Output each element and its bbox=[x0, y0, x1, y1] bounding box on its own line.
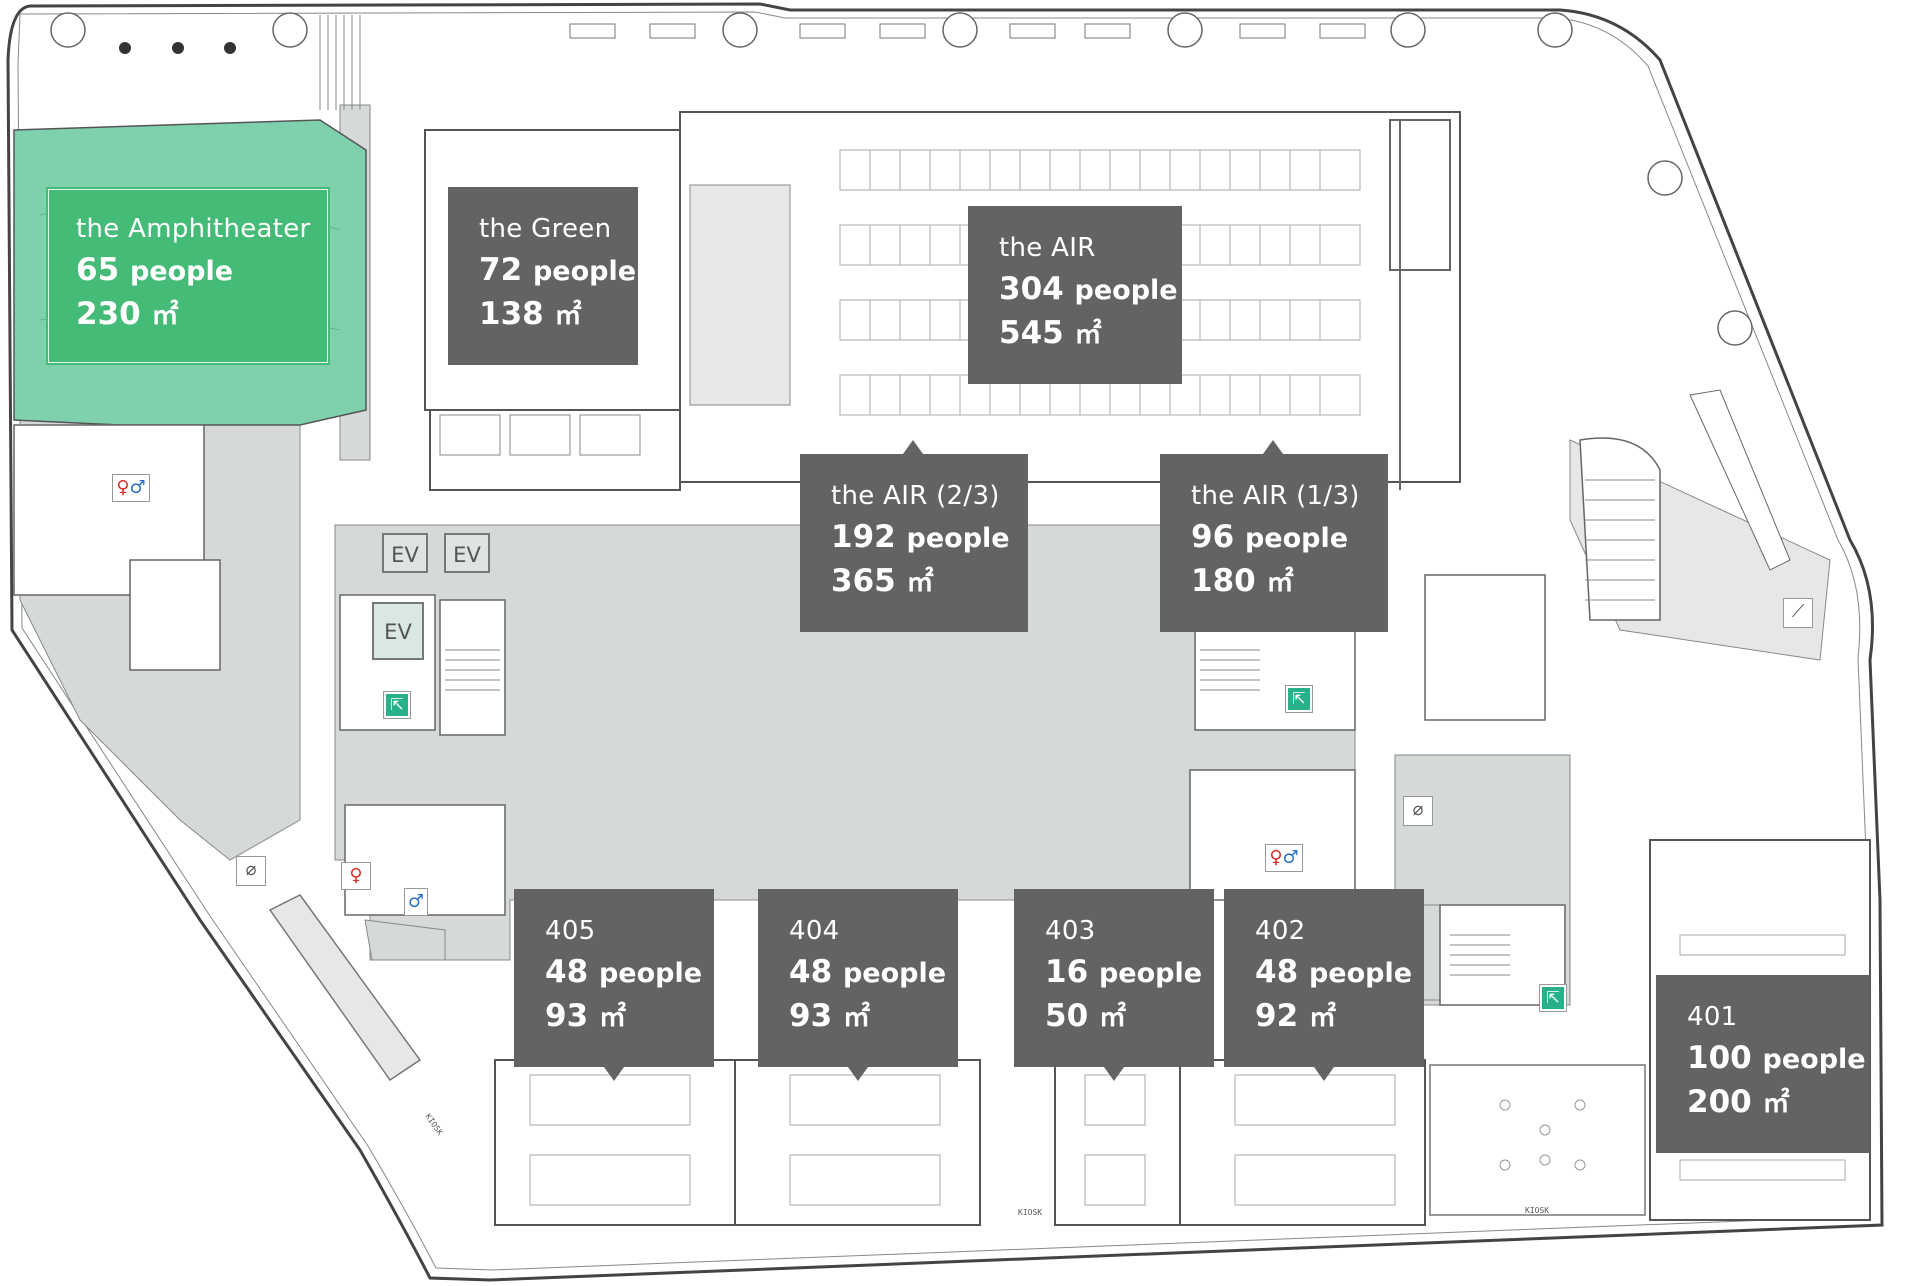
room-capacity: 48 people bbox=[789, 954, 947, 990]
room-label-403[interactable]: 403 16 people 50 ㎡ bbox=[1014, 889, 1214, 1081]
room-area: 138 ㎡ bbox=[479, 296, 582, 332]
room-name: the Green bbox=[479, 214, 612, 244]
room-name: 403 bbox=[1045, 916, 1096, 946]
room-label-402[interactable]: 402 48 people 92 ㎡ bbox=[1224, 889, 1424, 1081]
room-area: 180 ㎡ bbox=[1191, 563, 1294, 599]
room-name: 402 bbox=[1255, 916, 1306, 946]
room-area: 365 ㎡ bbox=[831, 563, 934, 599]
room-label-air-1-3[interactable]: the AIR (1/3) 96 people 180 ㎡ bbox=[1160, 440, 1388, 632]
room-area: 200 ㎡ bbox=[1687, 1084, 1790, 1120]
elevator-icon: EV bbox=[382, 533, 428, 573]
escalator-icon: ⟋ bbox=[1783, 598, 1813, 628]
room-capacity: 16 people bbox=[1045, 954, 1203, 990]
pointer-arrow bbox=[903, 440, 923, 454]
room-name: the AIR (1/3) bbox=[1191, 481, 1360, 511]
room-name: the AIR (2/3) bbox=[831, 481, 1000, 511]
room-area: 50 ㎡ bbox=[1045, 998, 1126, 1034]
room-area: 230 ㎡ bbox=[76, 296, 179, 332]
room-name: the AIR bbox=[999, 233, 1096, 263]
smoking-icon: ⌀ bbox=[1403, 796, 1433, 826]
room-area: 93 ㎡ bbox=[789, 998, 870, 1034]
room-capacity: 48 people bbox=[545, 954, 703, 990]
smoking-icon: ⌀ bbox=[236, 856, 266, 886]
room-name: 401 bbox=[1687, 1002, 1738, 1032]
exit-icon: ⇱ bbox=[1539, 984, 1567, 1012]
room-area: 92 ㎡ bbox=[1255, 998, 1336, 1034]
room-label-air[interactable]: the AIR 304 people 545 ㎡ bbox=[968, 206, 1182, 384]
room-label-404[interactable]: 404 48 people 93 ㎡ bbox=[758, 889, 958, 1081]
room-label-amphitheater[interactable]: the Amphitheater 65 people 230 ㎡ bbox=[46, 187, 330, 365]
restroom-icon: ♀ bbox=[341, 862, 371, 890]
pointer-arrow bbox=[1104, 1067, 1124, 1081]
room-capacity: 65 people bbox=[76, 252, 234, 288]
elevator-icon: EV bbox=[444, 533, 490, 573]
room-capacity: 96 people bbox=[1191, 519, 1349, 555]
pointer-arrow bbox=[848, 1067, 868, 1081]
pointer-arrow bbox=[1314, 1067, 1334, 1081]
restroom-icon: ♂ bbox=[404, 888, 428, 916]
room-capacity: 100 people bbox=[1687, 1040, 1866, 1076]
room-label-405[interactable]: 405 48 people 93 ㎡ bbox=[514, 889, 714, 1081]
room-capacity: 192 people bbox=[831, 519, 1010, 555]
room-capacity: 72 people bbox=[479, 252, 637, 288]
restroom-icon: ♀♂ bbox=[1265, 844, 1303, 872]
exit-icon: ⇱ bbox=[1285, 685, 1313, 713]
room-label-401[interactable]: 401 100 people 200 ㎡ bbox=[1656, 975, 1870, 1153]
room-name: 404 bbox=[789, 916, 840, 946]
room-area: 545 ㎡ bbox=[999, 315, 1102, 351]
room-name: the Amphitheater bbox=[76, 214, 311, 244]
pointer-arrow bbox=[604, 1067, 624, 1081]
room-name: 405 bbox=[545, 916, 596, 946]
room-area: 93 ㎡ bbox=[545, 998, 626, 1034]
elevator-icon: EV bbox=[372, 602, 424, 660]
kiosk-label: KIOSK bbox=[1018, 1208, 1043, 1217]
restroom-icon: ♀♂ bbox=[112, 474, 150, 502]
room-capacity: 48 people bbox=[1255, 954, 1413, 990]
kiosk-label: KIOSK bbox=[1525, 1206, 1550, 1215]
room-label-green[interactable]: the Green 72 people 138 ㎡ bbox=[448, 187, 638, 365]
room-label-air-2-3[interactable]: the AIR (2/3) 192 people 365 ㎡ bbox=[800, 440, 1028, 632]
room-capacity: 304 people bbox=[999, 271, 1178, 307]
exit-icon: ⇱ bbox=[383, 691, 411, 719]
pointer-arrow bbox=[1263, 440, 1283, 454]
